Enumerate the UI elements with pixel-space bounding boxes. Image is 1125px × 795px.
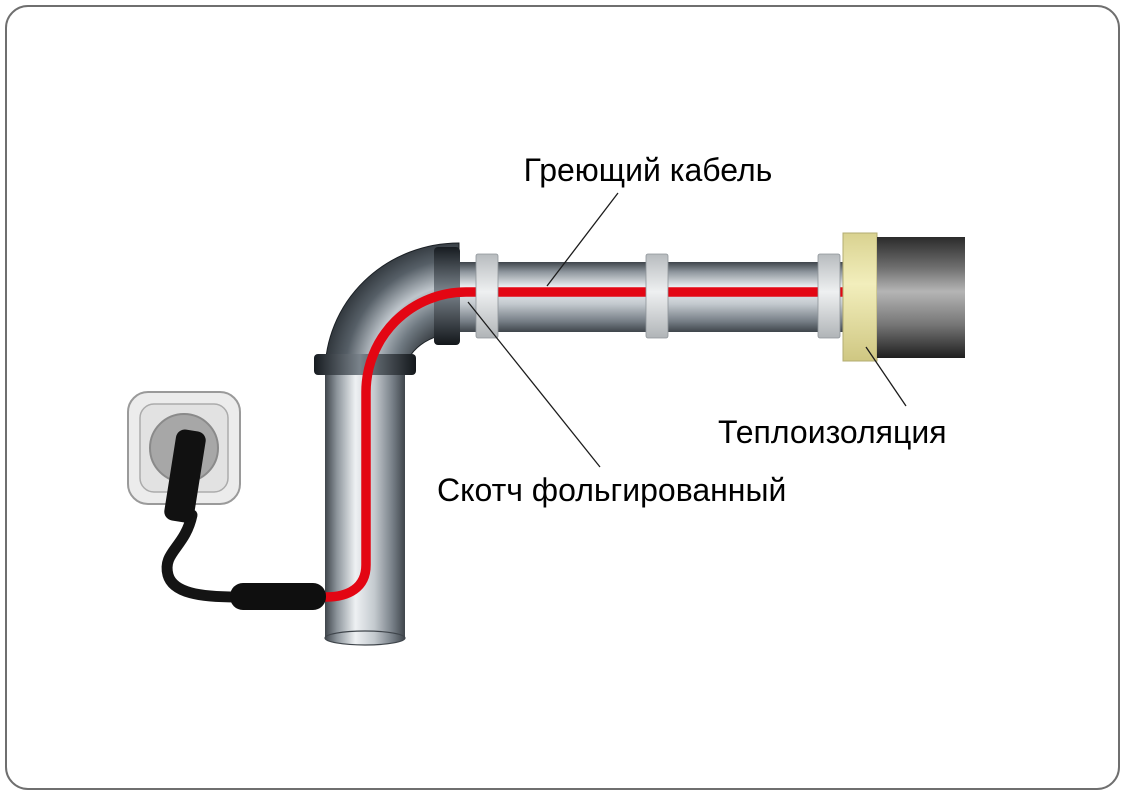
insulation-body: [877, 237, 965, 358]
vertical-pipe-end: [324, 630, 406, 646]
cable-splice-connector: [230, 583, 326, 610]
leader-line-heating-cable: [546, 192, 619, 287]
label-foil-tape: Скотч фольгированный: [437, 472, 786, 508]
plug: [164, 429, 206, 523]
foil-tape-band: [817, 253, 841, 339]
foil-tape-band: [645, 253, 669, 339]
heating-cable: [321, 287, 851, 602]
label-thermal-insulation: Теплоизоляция: [718, 414, 947, 450]
insulation-ring: [842, 232, 878, 362]
label-heating-cable: Греющий кабель: [524, 152, 773, 188]
pipe-elbow: [324, 242, 460, 374]
leader-line-foil-tape: [467, 301, 601, 468]
power-cord: [161, 509, 243, 603]
leader-line-insulation: [865, 346, 907, 407]
foil-tape-band: [475, 253, 499, 339]
